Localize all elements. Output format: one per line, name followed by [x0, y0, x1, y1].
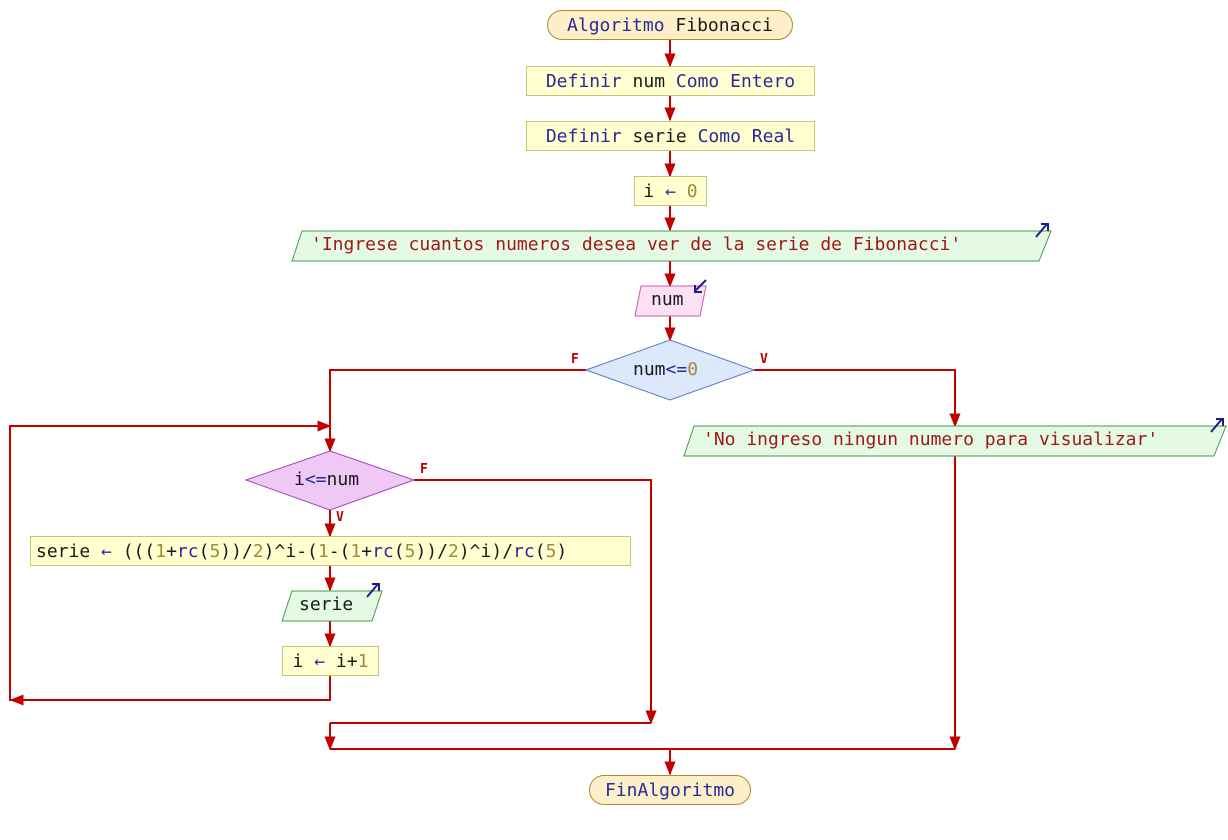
loop-true-label: V [336, 510, 344, 525]
calc-tok: ) [556, 540, 568, 562]
edge-cond1-false [324, 369, 586, 453]
calc-tok: 2 [252, 540, 264, 562]
calc-tok: + [361, 540, 373, 562]
incr-arrow: ← [314, 650, 326, 672]
calc-tok: -( [296, 540, 318, 562]
calc-var: serie [36, 540, 91, 562]
loop-diamond [244, 450, 416, 511]
read-num-text: num [651, 289, 684, 310]
definir-keyword: Definir [545, 125, 622, 147]
cond1-right: 0 [687, 359, 699, 380]
incr-var: i [292, 650, 304, 672]
algorithm-keyword: Algoritmo [567, 14, 665, 36]
algorithm-name: Fibonacci [675, 14, 773, 36]
calc-tok: i [285, 540, 297, 562]
input-arrow-icon [694, 279, 707, 292]
calc-tok: ( [393, 540, 405, 562]
prompt-output-text: 'Ingrese cuantos numeros desea ver de la… [311, 234, 962, 255]
end-keyword: FinAlgoritmo [604, 779, 736, 801]
end-terminal: FinAlgoritmo [589, 775, 751, 805]
calc-tok: rc [513, 540, 535, 562]
increment-i-step: i ← i+1 [282, 646, 379, 676]
calc-tok: )/ [491, 540, 514, 562]
calc-tok: ((( [122, 540, 156, 562]
incr-value: 1 [357, 650, 369, 672]
calc-arrow: ← [101, 540, 112, 562]
variable-num: num [632, 70, 666, 92]
calc-tok: rc [176, 540, 199, 562]
calc-tok: -( [328, 540, 351, 562]
calc-tok: 1 [155, 540, 167, 562]
calc-tok: )^ [458, 540, 481, 562]
incr-var2: i [335, 650, 347, 672]
como-keyword: Como [675, 70, 720, 92]
variable-serie: serie [632, 125, 687, 147]
define-serie-step: Definir serie Como Real [526, 121, 815, 151]
calc-tok: rc [372, 540, 394, 562]
read-num-shape [634, 285, 707, 317]
definir-keyword: Definir [545, 70, 622, 92]
edge-loop-false [414, 479, 657, 725]
cond1-diamond [584, 339, 756, 401]
calc-tok: 5 [404, 540, 416, 562]
loop-cond-text: i<=num [294, 469, 359, 490]
loop-op: <= [304, 469, 327, 490]
como-keyword: Como [697, 125, 741, 147]
serie-output-text: serie [299, 594, 354, 615]
output-arrow-icon [1035, 223, 1048, 238]
type-real: Real [751, 125, 796, 147]
loop-right: num [326, 469, 360, 490]
cond1-text: num<=0 [633, 359, 698, 380]
assign-arrow: ← [665, 180, 676, 202]
type-entero: Entero [730, 70, 796, 92]
variable-i: i [643, 180, 655, 202]
prompt-output-shape [291, 230, 1052, 262]
message-output-text: 'No ingreso ningun numero para visualiza… [703, 429, 1159, 450]
calc-tok: 5 [545, 540, 557, 562]
calc-tok: 5 [209, 540, 221, 562]
init-i-step: i ← 0 [634, 176, 707, 206]
cond1-left: num [633, 359, 666, 380]
fibonacci-formula-step: serie ← (((1+rc(5))/2)^i-(1-(1+rc(5))/2)… [30, 536, 631, 566]
edge-cond1-true [754, 369, 961, 428]
calc-tok: + [166, 540, 177, 562]
serie-output-shape [281, 590, 383, 622]
msg-output-shape [683, 425, 1227, 457]
calc-tok: ))/ [415, 540, 448, 562]
start-terminal: Algoritmo Fibonacci [547, 10, 793, 40]
output-arrow-icon-2 [1210, 418, 1223, 433]
output-arrow-icon-3 [366, 583, 379, 598]
cond1-false-label: F [571, 352, 579, 367]
calc-tok: )^ [263, 540, 286, 562]
init-value: 0 [686, 180, 698, 202]
incr-op: + [346, 650, 358, 672]
calc-tok: ( [534, 540, 546, 562]
define-num-step: Definir num Como Entero [526, 66, 815, 96]
calc-tok: 1 [317, 540, 329, 562]
calc-tok: i [480, 540, 492, 562]
calc-tok: ))/ [220, 540, 253, 562]
calc-tok: 2 [447, 540, 459, 562]
cond1-op: <= [665, 359, 688, 380]
calc-tok: 1 [350, 540, 362, 562]
loop-left: i [294, 469, 305, 490]
cond1-true-label: V [760, 352, 768, 367]
loop-false-label: F [420, 462, 428, 477]
calc-tok: ( [198, 540, 210, 562]
